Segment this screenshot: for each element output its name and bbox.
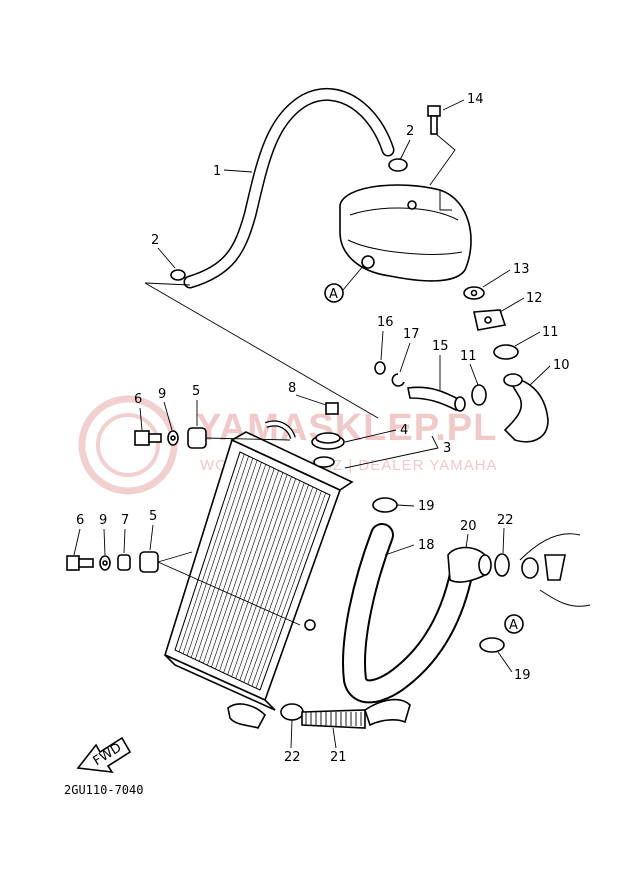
svg-text:A: A — [329, 287, 338, 302]
part-20-hose-elbow — [447, 546, 492, 583]
callout-22-bottom: 22 — [284, 750, 301, 765]
callout-1: 1 — [213, 164, 221, 179]
part-15-short-hose — [407, 386, 466, 412]
radiator-fin-line — [203, 466, 271, 664]
fwd-arrow: FWD — [76, 736, 132, 773]
radiator-fin-line — [243, 486, 314, 683]
part-7-collar — [117, 554, 131, 571]
radiator-fin-line — [247, 488, 318, 685]
callout-5-lower: 5 — [149, 509, 157, 524]
part-17-circlip — [391, 373, 405, 387]
part-18-lower-hose — [342, 523, 474, 704]
part-11-clamp-upper — [493, 344, 519, 360]
part-5-grommet-upper — [187, 427, 207, 449]
radiator-fin-line — [231, 480, 301, 677]
callout-12: 12 — [526, 291, 543, 306]
part-9-washer-lower — [99, 555, 111, 571]
radiator-fin-line — [207, 468, 275, 666]
callout-22-right: 22 — [497, 513, 514, 528]
part-6-bolt-lower — [66, 555, 94, 571]
part-12-gasket — [473, 309, 507, 331]
radiator-outlet — [227, 703, 266, 729]
radiator-fin-line — [219, 474, 288, 672]
radiator-fin-line — [259, 494, 331, 691]
radiator-fin-line — [190, 460, 258, 658]
part-2-clip-lower — [170, 269, 186, 281]
part-13-grommet — [463, 286, 485, 300]
callout-20: 20 — [460, 519, 477, 534]
callout-13: 13 — [513, 262, 530, 277]
part-10-elbow-hose — [503, 373, 549, 443]
radiator-fin-line — [227, 478, 296, 675]
bellows-ribs — [305, 712, 362, 726]
callout-11-lower: 11 — [460, 349, 477, 364]
part-6-bolt-upper — [134, 430, 162, 446]
watermark-logo-ring — [78, 395, 178, 495]
callout-6-lower: 6 — [76, 513, 84, 528]
callout-3: 3 — [443, 441, 451, 456]
callout-19-upper: 19 — [418, 499, 435, 514]
callout-10: 10 — [553, 358, 570, 373]
radiator-fin-line — [255, 492, 326, 689]
part-21-hose-end — [364, 698, 411, 727]
radiator-fin-line — [239, 484, 309, 681]
part-2-clip-upper — [388, 158, 408, 172]
part-21-bellows-hose — [301, 709, 366, 729]
svg-text:A: A — [509, 618, 518, 633]
callout-4: 4 — [400, 423, 408, 438]
radiator-fin-line — [194, 462, 262, 660]
watermark-logo-inner — [96, 413, 160, 477]
callout-21: 21 — [330, 750, 347, 765]
callout-2-upper: 2 — [406, 124, 414, 139]
part-9-washer-upper — [167, 430, 179, 446]
reservoir-tank — [339, 184, 472, 282]
part-14-bolt — [427, 105, 441, 135]
callout-2-lower: 2 — [151, 233, 159, 248]
radiator-fin-line — [174, 451, 241, 651]
callout-9-lower: 9 — [99, 513, 107, 528]
part-19-clamp-lower — [479, 637, 505, 653]
callout-19-lower: 19 — [514, 668, 531, 683]
callout-5-upper: 5 — [192, 384, 200, 399]
part-19-clamp-upper — [372, 497, 398, 513]
callout-18: 18 — [418, 538, 435, 553]
radiator-fin-line — [235, 482, 305, 679]
callout-11-upper: 11 — [542, 325, 559, 340]
part-1-breather-hose — [183, 88, 395, 289]
filler-neck — [313, 456, 335, 468]
callout-14: 14 — [467, 92, 484, 107]
callout-6-upper: 6 — [134, 392, 142, 407]
part-16-o-ring — [374, 361, 386, 375]
part-22-clamp-bottom — [280, 703, 304, 721]
leader-14 — [429, 133, 456, 186]
callout-8: 8 — [288, 381, 296, 396]
ref-a-lower: A — [504, 614, 524, 634]
ref-a-upper: A — [324, 264, 365, 303]
diagram-code: 2GU110-7040 — [64, 783, 143, 797]
radiator-fin-line — [223, 476, 292, 673]
radiator-fin-line — [251, 490, 322, 687]
part-8-bolt — [325, 402, 339, 415]
callout-7: 7 — [121, 513, 129, 528]
radiator-core — [164, 431, 354, 711]
radiator-fin-line — [186, 458, 254, 656]
radiator-fin-line — [215, 472, 284, 670]
part-22-clamp-right — [494, 553, 510, 577]
radiator-fins — [174, 451, 331, 691]
part-5-grommet-lower — [139, 551, 159, 573]
radiator-fin-line — [211, 470, 279, 668]
callout-9-upper: 9 — [158, 387, 166, 402]
radiator-fin-line — [199, 464, 266, 662]
engine-outlet — [519, 533, 591, 607]
callout-17: 17 — [403, 327, 420, 342]
part-4-radiator-cap — [311, 432, 345, 450]
radiator-fin-line — [182, 456, 249, 654]
part-11-clamp-lower — [471, 384, 487, 406]
radiator-fin-line — [178, 453, 245, 652]
callout-15: 15 — [432, 339, 449, 354]
callout-16: 16 — [377, 315, 394, 330]
